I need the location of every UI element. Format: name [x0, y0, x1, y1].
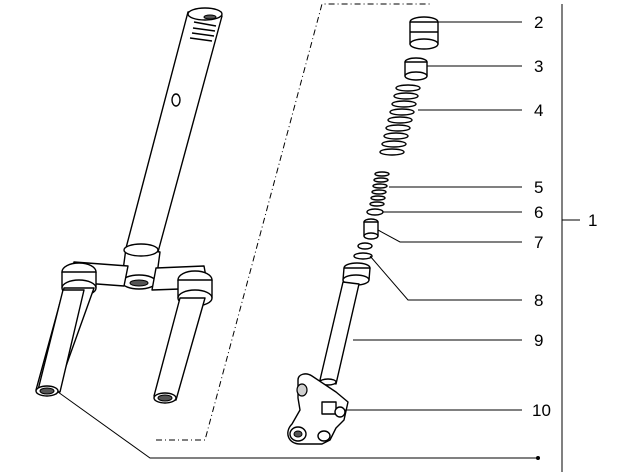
- part-4-spring: [379, 84, 421, 156]
- part-6-washer: [366, 208, 384, 216]
- callout-4: 4: [534, 101, 543, 120]
- part-10-bracket: [287, 373, 349, 445]
- part-2-cap: [409, 16, 439, 50]
- callout-8: 8: [534, 291, 543, 310]
- callout-7: 7: [534, 233, 543, 252]
- assembly-dashed-line: [156, 3, 432, 441]
- callout-6: 6: [534, 203, 543, 222]
- leader-dot: [536, 456, 540, 460]
- part-9-tube: [319, 281, 360, 386]
- callout-2: 2: [534, 13, 543, 32]
- exploded-components: [287, 16, 439, 445]
- leader-lines: [57, 21, 540, 460]
- part-7-spacer: [363, 218, 379, 240]
- callout-10: 10: [532, 401, 551, 420]
- part-3-bushing: [404, 57, 428, 81]
- callout-3: 3: [534, 57, 543, 76]
- part-5-small-spring: [369, 171, 390, 207]
- callout-5: 5: [534, 178, 543, 197]
- callout-1: 1: [588, 211, 597, 230]
- callout-9: 9: [534, 331, 543, 350]
- fork-steering-assembly: [35, 7, 223, 404]
- part-8-seal: [342, 242, 373, 286]
